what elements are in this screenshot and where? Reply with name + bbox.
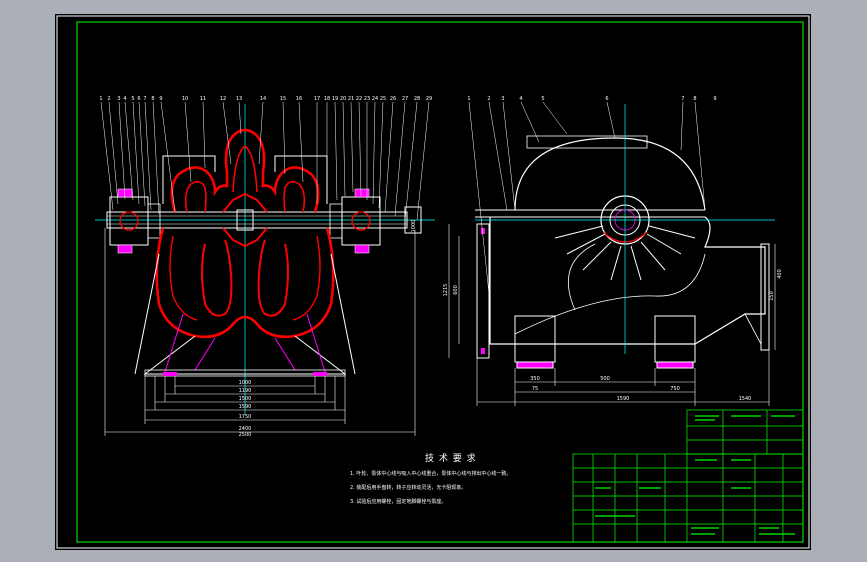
dimension-left-1: 1190 xyxy=(239,388,252,394)
dimension-right-1: 75 xyxy=(532,386,538,392)
part-number-left-3: 3 xyxy=(117,96,120,102)
part-number-right-7: 7 xyxy=(681,96,684,102)
right-pump-feet xyxy=(514,315,696,369)
vertical-dimension-1: 600 xyxy=(453,285,459,295)
casing-ribs xyxy=(554,225,696,281)
part-number-left-10: 10 xyxy=(182,96,188,102)
right-dimension-lines xyxy=(448,224,776,406)
part-number-left-25: 25 xyxy=(380,96,386,102)
tech-requirements-title: 技 术 要 求 xyxy=(425,454,477,464)
part-number-left-2: 2 xyxy=(107,96,110,102)
right-casing-lower xyxy=(489,216,766,345)
part-number-left-11: 11 xyxy=(200,96,206,102)
part-number-right-2: 2 xyxy=(487,96,490,102)
part-number-left-12: 12 xyxy=(220,96,226,102)
dimension-left-5: 2400 xyxy=(239,426,252,432)
part-number-left-14: 14 xyxy=(260,96,266,102)
part-number-right-6: 6 xyxy=(605,96,608,102)
part-number-left-19: 19 xyxy=(332,96,338,102)
part-number-left-16: 16 xyxy=(296,96,302,102)
part-number-right-5: 5 xyxy=(541,96,544,102)
upper-casing-outline xyxy=(170,128,320,213)
dimension-left-3: 1590 xyxy=(239,404,252,410)
right-side-view: 1 2 3 4 5 6 7 8 9 350 75 500 750 1590 1540 1215 600 150 1… xyxy=(411,96,783,406)
title-block-scribbles xyxy=(595,415,795,535)
right-part-number-labels: 1 2 3 4 5 6 7 8 9 xyxy=(467,96,716,102)
part-number-left-7: 7 xyxy=(143,96,146,102)
vertical-dimension-4: 400 xyxy=(777,269,783,279)
part-number-left-29: 29 xyxy=(426,96,432,102)
part-number-left-23: 23 xyxy=(364,96,370,102)
lower-casing-outline xyxy=(155,227,335,339)
dimension-right-5: 1540 xyxy=(739,396,752,402)
part-number-left-5: 5 xyxy=(131,96,134,102)
part-number-right-9: 9 xyxy=(713,96,716,102)
left-bearing-housing xyxy=(109,188,161,254)
vertical-dimension-0: 1215 xyxy=(443,284,449,297)
part-number-right-4: 4 xyxy=(519,96,522,102)
part-number-left-28: 28 xyxy=(414,96,420,102)
left-sectional-view: 1234567891011121314151617181920212223242… xyxy=(95,96,435,438)
dimension-right-3: 750 xyxy=(670,386,680,392)
part-number-right-8: 8 xyxy=(693,96,696,102)
part-number-left-1: 1 xyxy=(99,96,102,102)
tech-requirement-3: 3. 试验后应用螺栓，固定地脚螺栓与泵座。 xyxy=(350,499,447,505)
dimension-right-4: 1590 xyxy=(617,396,630,402)
right-leader-lines xyxy=(468,101,706,295)
part-number-left-15: 15 xyxy=(280,96,286,102)
dimension-left-0: 1000 xyxy=(239,380,252,386)
pump-base-supports xyxy=(134,253,356,377)
dimension-right-2: 500 xyxy=(600,376,610,382)
inner-frame xyxy=(76,21,804,543)
discharge-flange xyxy=(760,243,770,351)
left-base-dimensions xyxy=(104,228,416,436)
part-number-left-18: 18 xyxy=(324,96,330,102)
part-number-right-3: 3 xyxy=(501,96,504,102)
cad-drawing: 1234567891011121314151617181920212223242… xyxy=(56,15,810,549)
part-number-left-4: 4 xyxy=(123,96,126,102)
part-number-left-22: 22 xyxy=(356,96,362,102)
pump-shaft xyxy=(106,211,408,229)
right-dimension-labels: 350 75 500 750 1590 1540 1215 600 150 1000 400 xyxy=(411,220,783,402)
part-number-left-24: 24 xyxy=(372,96,378,102)
part-number-left-21: 21 xyxy=(348,96,354,102)
dimension-right-0: 350 xyxy=(530,376,540,382)
part-number-left-17: 17 xyxy=(314,96,320,102)
right-casing-upper xyxy=(514,137,706,211)
vertical-dimension-2: 150 xyxy=(769,291,775,301)
part-number-left-26: 26 xyxy=(390,96,396,102)
part-number-left-20: 20 xyxy=(340,96,346,102)
impeller xyxy=(222,192,268,248)
outer-frame xyxy=(56,15,810,549)
part-number-right-1: 1 xyxy=(467,96,470,102)
part-number-left-27: 27 xyxy=(402,96,408,102)
title-block xyxy=(572,409,804,543)
vertical-dimension-3: 1000 xyxy=(411,220,417,233)
tech-requirement-1: 1. 叶轮、泵体中心线与吸入中心线重合，泵体中心线与排出中心线一致。 xyxy=(350,471,512,477)
right-bearing-housing xyxy=(329,188,381,254)
dimension-left-6: 2500 xyxy=(239,432,252,438)
dimension-left-2: 1500 xyxy=(239,396,252,402)
dimension-left-4: 1750 xyxy=(239,414,252,420)
part-number-left-6: 6 xyxy=(137,96,140,102)
part-number-left-8: 8 xyxy=(151,96,154,102)
suction-flange xyxy=(476,223,490,359)
part-number-left-13: 13 xyxy=(236,96,242,102)
tech-requirement-2: 2. 装配后用手盘转，转子应转动灵活，无卡阻现象。 xyxy=(350,485,467,491)
left-leader-lines xyxy=(100,101,430,221)
part-number-left-9: 9 xyxy=(159,96,162,102)
